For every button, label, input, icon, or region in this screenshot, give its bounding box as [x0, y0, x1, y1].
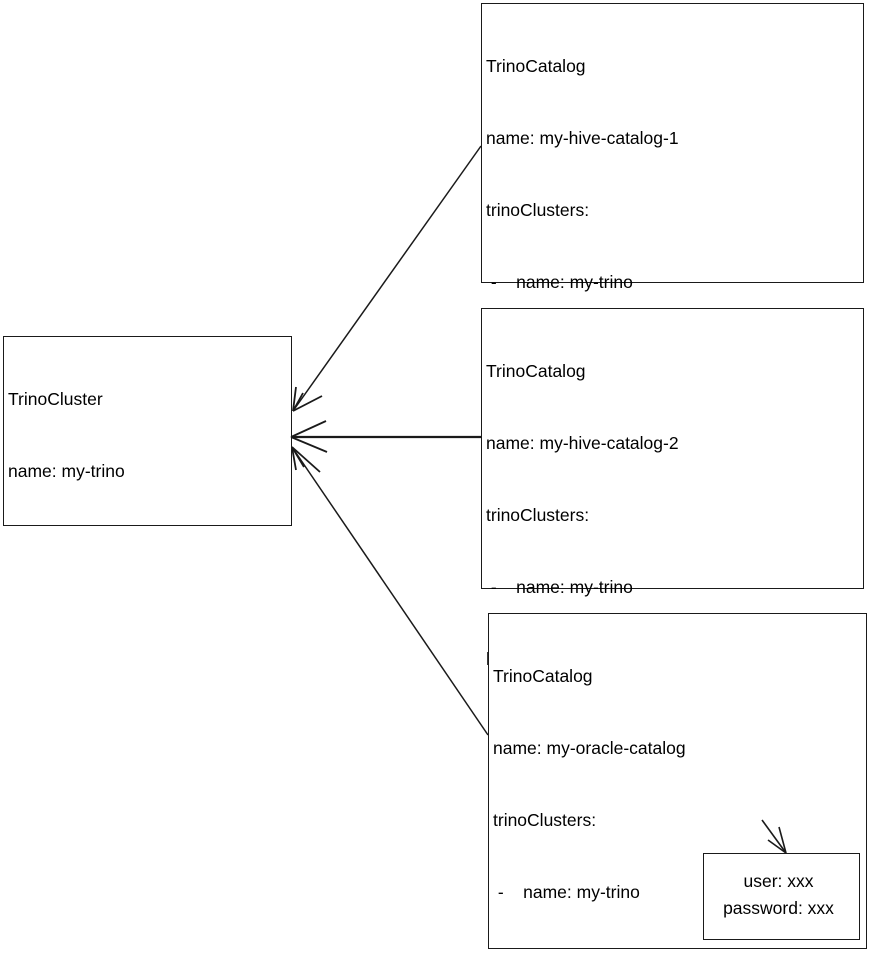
- catalog-line: trinoClusters:: [486, 200, 590, 220]
- catalog-line: - name: my-trino: [493, 882, 640, 902]
- trino-cluster-box[interactable]: TrinoCluster name: my-trino: [3, 336, 292, 526]
- catalog-line: - name: my-trino: [486, 577, 633, 597]
- arrow-catalog-1-to-cluster: [292, 145, 482, 412]
- catalog-line: TrinoCatalog: [486, 361, 586, 381]
- arrow-catalog-2-to-cluster: [290, 420, 481, 453]
- catalog-line: TrinoCatalog: [486, 56, 586, 76]
- secret-line: password: xxx: [723, 898, 834, 918]
- secret-text: user: xxx password: xxx: [704, 868, 853, 922]
- trino-catalog-box-hive-1[interactable]: TrinoCatalog name: my-hive-catalog-1 tri…: [481, 3, 864, 652]
- catalog-line: name: my-hive-catalog-1: [486, 128, 679, 148]
- catalog-line: TrinoCatalog: [493, 666, 593, 686]
- cluster-line: name: my-trino: [8, 461, 125, 481]
- secret-box[interactable]: user: xxx password: xxx: [703, 853, 860, 940]
- catalog-line: name: my-oracle-catalog: [493, 738, 686, 758]
- catalog-line: - name: my-trino: [486, 272, 633, 292]
- trino-catalog-text: TrinoCatalog name: my-oracle-catalog tri…: [493, 616, 864, 954]
- trino-cluster-text: TrinoCluster name: my-trino: [8, 339, 289, 531]
- catalog-line: trinoClusters:: [493, 810, 597, 830]
- trino-catalog-box-oracle[interactable]: TrinoCatalog name: my-oracle-catalog tri…: [488, 613, 867, 949]
- catalog-line: name: my-hive-catalog-2: [486, 433, 679, 453]
- arrow-catalog-3-to-cluster: [291, 446, 489, 736]
- catalog-line: trinoClusters:: [486, 505, 590, 525]
- cluster-line: TrinoCluster: [8, 389, 103, 409]
- secret-line: user: xxx: [743, 871, 814, 891]
- trino-catalog-box-hive-2[interactable]: TrinoCatalog name: my-hive-catalog-2 tri…: [481, 308, 864, 885]
